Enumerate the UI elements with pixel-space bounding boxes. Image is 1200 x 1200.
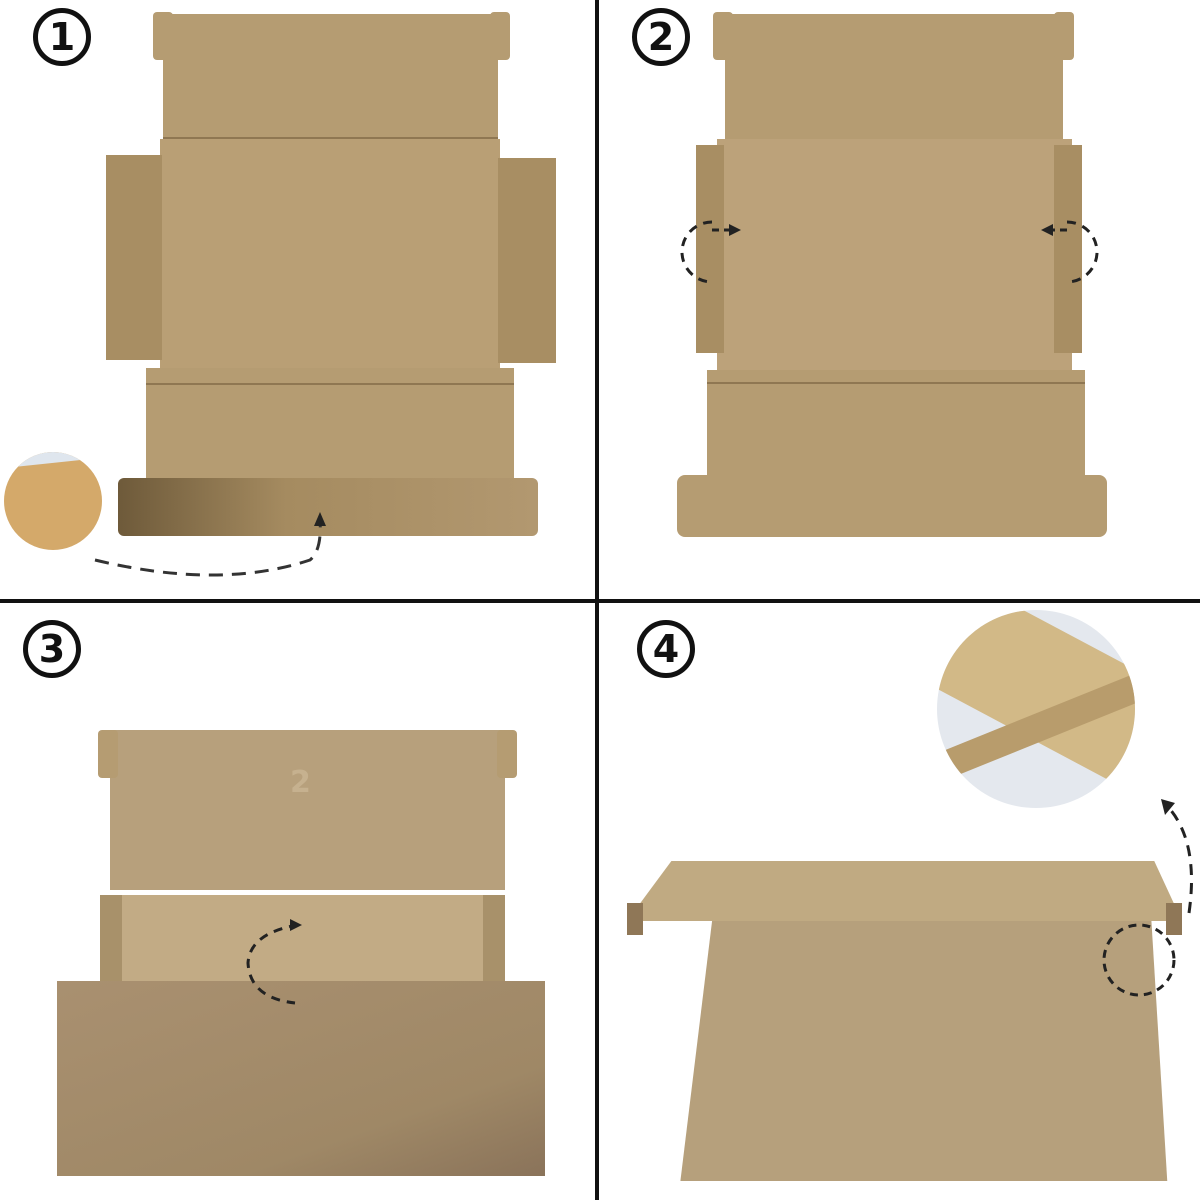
fold-arrow-icon (246, 919, 302, 1005)
top-flap-tab-right (490, 12, 510, 60)
bottom-flap (677, 475, 1107, 537)
lid-flap (627, 861, 1182, 921)
step-3-panel: 3 2 (0, 603, 596, 1200)
dashed-circle-icon (1102, 923, 1176, 997)
right-side-flap-folded (1054, 145, 1082, 353)
tab-left (98, 730, 118, 778)
step-2-number-badge: 2 (632, 8, 690, 66)
crease-line (163, 137, 498, 139)
crease-line (146, 383, 514, 385)
top-flap-tab-right (1054, 12, 1074, 60)
step-4-panel: 4 (599, 603, 1200, 1200)
back-panel (110, 730, 505, 890)
box-base (160, 139, 500, 369)
front-panel-folded (57, 981, 545, 1176)
left-side-flap (106, 155, 162, 360)
lid-tab-right (1166, 903, 1182, 935)
step-1-panel: 1 (0, 0, 596, 600)
horizontal-divider (0, 599, 1200, 603)
curved-arrow-icon (1161, 799, 1193, 914)
lid-tab-left (627, 903, 643, 935)
box-base (717, 139, 1072, 374)
top-flap (163, 14, 498, 139)
step-1-number-badge: 1 (33, 8, 91, 66)
top-flap-tab-left (153, 12, 173, 60)
box-front (680, 917, 1168, 1181)
right-side-flap (498, 158, 556, 363)
step-4-number-badge: 4 (637, 620, 695, 678)
detail-inset-circle (937, 610, 1135, 808)
crease-line (707, 382, 1085, 384)
top-flap-tab-left (713, 12, 733, 60)
curved-arrow-icon (94, 512, 326, 577)
bottom-flap (118, 478, 538, 536)
step-3-number-badge: 3 (23, 620, 81, 678)
tab-right (497, 730, 517, 778)
step-2-panel: 2 (599, 0, 1200, 600)
bottom-panel (146, 368, 514, 483)
embossed-number: 2 (290, 765, 311, 800)
bottom-panel (707, 370, 1085, 480)
left-wall (100, 895, 122, 990)
box-interior (100, 895, 505, 995)
right-wall (483, 895, 505, 990)
top-flap (725, 14, 1063, 139)
fold-arrows-icon (680, 220, 1099, 284)
left-side-flap-folded (696, 145, 724, 353)
detail-inset-circle (4, 452, 102, 550)
